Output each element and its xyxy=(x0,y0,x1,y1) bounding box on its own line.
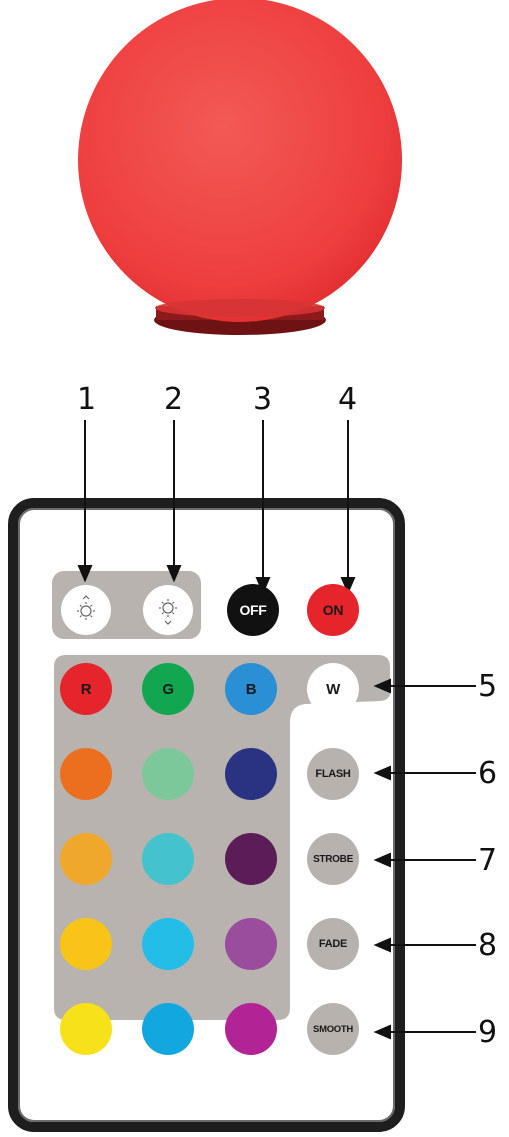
blue-button[interactable]: B xyxy=(225,663,277,715)
white-button[interactable]: W xyxy=(307,663,359,715)
lamp-illustration xyxy=(78,0,402,335)
callout-number-4: 4 xyxy=(338,382,358,417)
callout-number-3: 3 xyxy=(253,382,273,417)
brightness-up-button[interactable] xyxy=(61,585,111,635)
callout-number-8: 8 xyxy=(478,928,498,963)
color-button-orange[interactable] xyxy=(60,748,112,800)
on-button[interactable]: ON xyxy=(307,584,359,636)
color-button-mint[interactable] xyxy=(142,748,194,800)
fade-button[interactable]: FADE xyxy=(307,918,359,970)
color-button-yellow[interactable] xyxy=(60,1003,112,1055)
brightness-up-icon xyxy=(77,595,95,620)
color-button-plum[interactable] xyxy=(225,833,277,885)
color-button-purple[interactable] xyxy=(225,918,277,970)
green-button-label: G xyxy=(162,680,174,698)
red-button[interactable]: R xyxy=(60,663,112,715)
on-button-label: ON xyxy=(322,602,344,618)
callout-number-1: 1 xyxy=(77,382,97,417)
smooth-button-label: SMOOTH xyxy=(313,1023,353,1035)
callout-number-2: 2 xyxy=(164,382,184,417)
callout-number-7: 7 xyxy=(478,843,498,878)
callout-number-6: 6 xyxy=(478,756,498,791)
color-button-turquoise[interactable] xyxy=(142,833,194,885)
color-button-magenta[interactable] xyxy=(225,1003,277,1055)
callout-number-9: 9 xyxy=(478,1015,498,1050)
strobe-button-label: STROBE xyxy=(313,853,353,865)
off-button[interactable]: OFF xyxy=(227,584,279,636)
callout-number-5: 5 xyxy=(478,669,498,704)
color-button-sky[interactable] xyxy=(142,918,194,970)
fade-button-label: FADE xyxy=(318,938,348,950)
color-button-navy[interactable] xyxy=(225,748,277,800)
blue-button-label: B xyxy=(245,680,257,698)
brightness-down-button[interactable] xyxy=(143,585,193,635)
off-button-label: OFF xyxy=(239,602,267,618)
flash-button[interactable]: FLASH xyxy=(307,748,359,800)
color-panel xyxy=(54,655,390,1020)
flash-button-label: FLASH xyxy=(315,768,351,780)
smooth-button[interactable]: SMOOTH xyxy=(307,1003,359,1055)
brightness-down-icon xyxy=(159,599,177,625)
green-button[interactable]: G xyxy=(142,663,194,715)
color-button-amber[interactable] xyxy=(60,833,112,885)
strobe-button[interactable]: STROBE xyxy=(307,833,359,885)
white-button-label: W xyxy=(326,680,340,698)
red-button-label: R xyxy=(80,680,92,698)
color-button-cyan[interactable] xyxy=(142,1003,194,1055)
color-button-gold[interactable] xyxy=(60,918,112,970)
lamp-globe xyxy=(78,0,402,322)
